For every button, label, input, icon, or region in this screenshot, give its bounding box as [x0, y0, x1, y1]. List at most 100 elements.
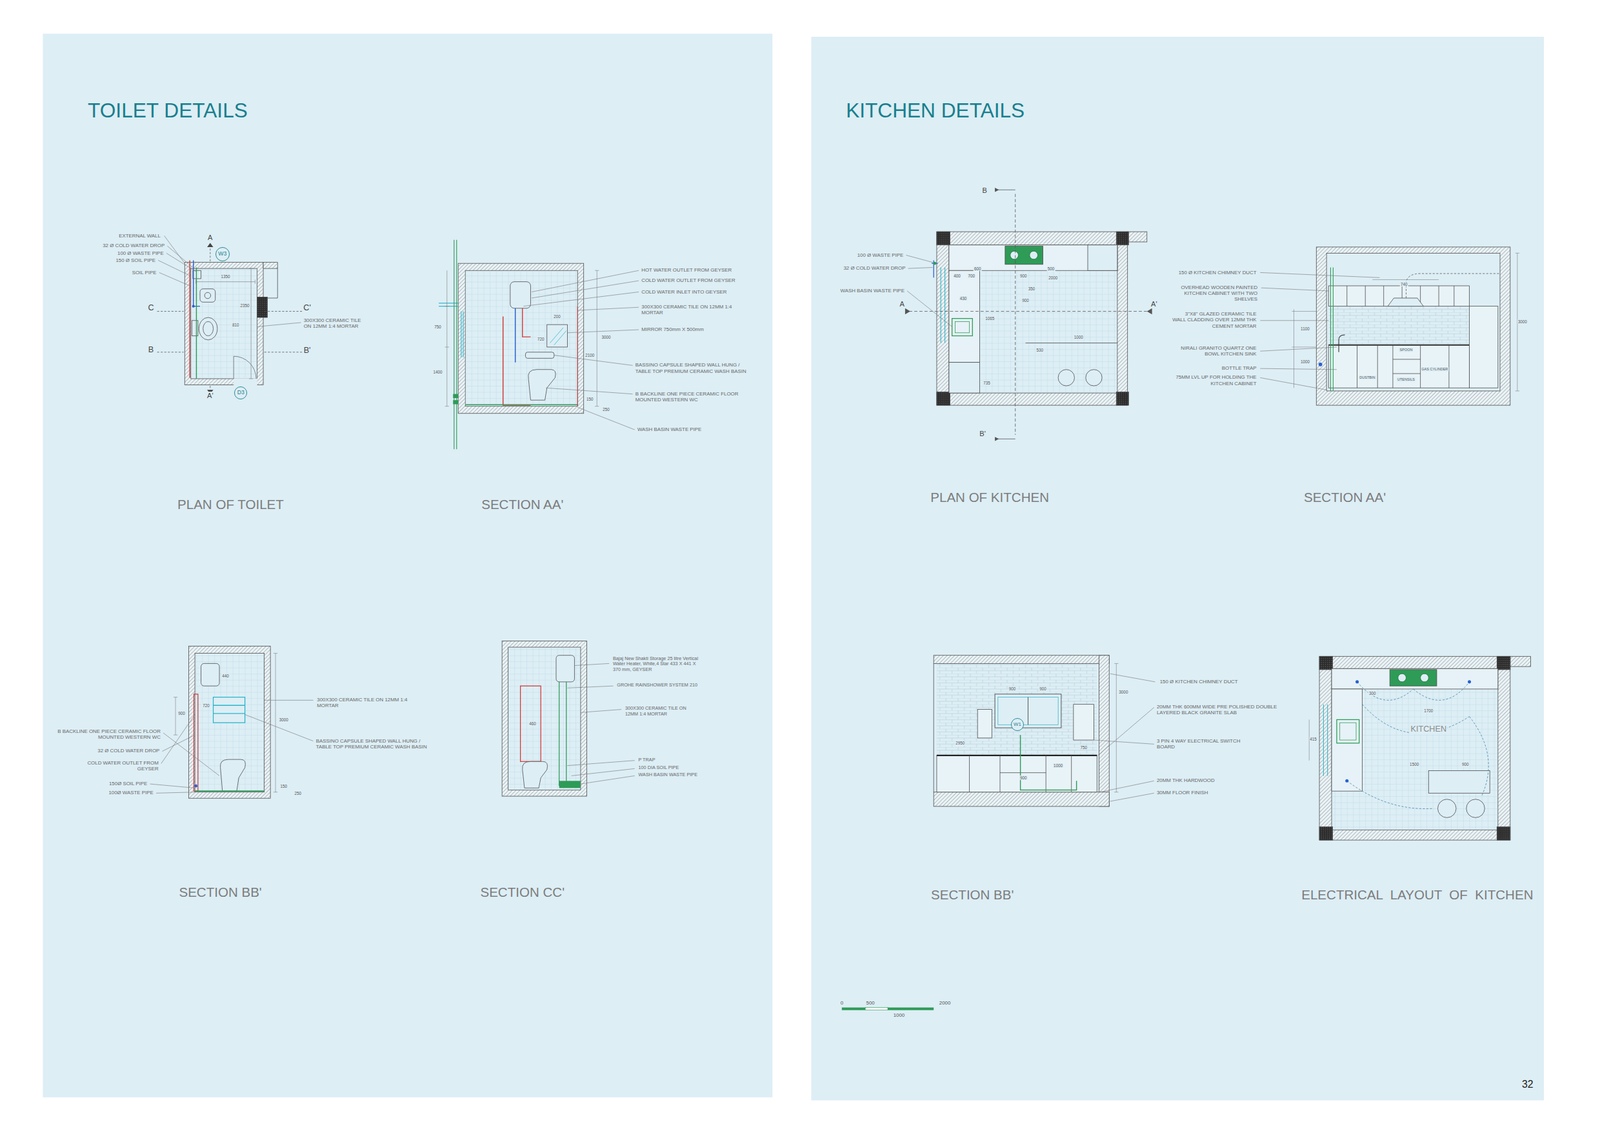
drawing-view: SECTION CC' — [446, 634, 599, 900]
dimension-label: 1000 — [1073, 334, 1084, 340]
annotation-label: BASSINO CAPSULE SHAPED WALL HUNG / TABLE… — [315, 738, 439, 750]
view-caption: SECTION CC' — [446, 884, 599, 900]
dimension-label: 1700 — [1423, 708, 1434, 713]
annotation-label: B BACKLINE ONE PIECE CERAMIC FLOOR MOUNT… — [634, 390, 758, 403]
dimension-label: 900 — [1019, 273, 1028, 279]
kitchen-section-aa-drawing-part — [1338, 334, 1345, 353]
annotation-label: A' — [1150, 300, 1159, 309]
toilet-section-aa-drawing-part — [577, 306, 579, 407]
toilet-section-aa-drawing-part — [514, 308, 516, 363]
annotation-label: 2000 — [938, 1000, 952, 1006]
reference-tag: W1 — [1013, 721, 1022, 728]
annotation-label: B — [147, 345, 155, 355]
kitchen-plan-drawing-part — [949, 245, 1118, 393]
drawing-view: PLAN OF KITCHEN — [905, 183, 1075, 506]
kitchen-section-bb-drawing-part — [933, 655, 1110, 664]
leader-lines — [523, 270, 639, 430]
toilet-section-cc-drawing-part — [508, 647, 581, 790]
dimension-label: 250 — [601, 407, 611, 412]
toilet-section-aa-drawing-part — [525, 352, 555, 359]
kitchen-section-bb-drawing-part — [1098, 655, 1110, 807]
annotation-label: A' — [206, 391, 215, 400]
caption-stack: ELECTRICAL LAYOUT OF KITCHEN — [1294, 887, 1540, 903]
panel-title: TOILET DETAILS — [87, 98, 248, 123]
annotation-label: OVERHEAD WOODEN PAINTED KITCHEN CABINET … — [1171, 284, 1259, 302]
kitchen-section-bb-drawing-part — [1027, 697, 1029, 726]
dimension-label: 1350 — [220, 274, 231, 279]
toilet-plan-drawing-part — [200, 289, 216, 303]
reference-tag: W3 — [218, 250, 227, 258]
annotation-label: COLD WATER OUTLET FROM GEYSER — [65, 760, 160, 772]
kitchen-electrical-drawing-part — [1496, 827, 1511, 841]
reference-circle: D3 — [234, 386, 248, 400]
kitchen-plan-drawing-part — [952, 318, 973, 337]
annotation-label: 0 — [840, 1000, 844, 1006]
scale-bar-part — [865, 1007, 888, 1011]
dimension-label: 350 — [1027, 286, 1037, 291]
dimension-label: 150 — [585, 396, 595, 402]
kitchen-plan-drawing-part — [954, 321, 970, 333]
toilet-section-cc-drawing-part — [522, 761, 548, 788]
kitchen-electrical-drawing-part — [1355, 680, 1359, 684]
kitchen-electrical-drawing-part — [1347, 681, 1489, 810]
kitchen-plan-drawing-part — [1014, 194, 1016, 435]
dimension-label: 415 — [1309, 736, 1318, 742]
toilet-section-aa-drawing-part — [522, 308, 531, 337]
dimension-label: 600 — [973, 266, 982, 271]
toilet-section-aa-drawing-part — [458, 263, 584, 414]
dimension-label: 720 — [536, 336, 546, 342]
toilet-section-bb-drawing-part — [194, 790, 265, 792]
kitchen-section-bb-drawing-part — [936, 755, 1097, 793]
kitchen-section-aa-drawing-part — [1291, 309, 1317, 388]
kitchen-section-bb-drawing-part — [936, 754, 1097, 757]
leader-lines-part — [150, 700, 314, 793]
kitchen-plan-drawing-part — [1029, 250, 1039, 260]
kitchen-plan-drawing-part — [1116, 392, 1129, 406]
annotation-label: 3 PIN 4 WAY ELECTRICAL SWITCH BOARD — [1156, 738, 1243, 750]
kitchen-section-aa-drawing-part — [1357, 345, 1450, 388]
caption-stack: SECTION BB' — [888, 887, 1057, 903]
kitchen-section-aa-drawing-part — [1387, 298, 1424, 307]
kitchen-section-aa-drawing-part — [1318, 362, 1323, 367]
kitchen-section-bb-drawing-part — [933, 663, 935, 792]
dimension-label: 720 — [201, 703, 211, 708]
kitchen-section-bb-drawing-part — [1020, 734, 1077, 790]
toilet-section-aa-drawing-part — [528, 369, 556, 400]
annotation-label: SOIL PIPE — [131, 269, 158, 276]
kitchen-electrical-drawing-part — [1319, 827, 1333, 841]
dimension-label: 440 — [221, 673, 230, 679]
dimension-label: 300 — [1368, 690, 1377, 696]
annotation-label: Bajaj New Shakti Storage 25 litre Vertic… — [612, 656, 704, 673]
drawing-view: SECTION AA' — [1260, 242, 1430, 505]
kitchen-electrical-drawing-part — [1331, 689, 1362, 791]
sheet-panel: TOILET DETAILSPLAN OF TOILETW3D3SECTION … — [42, 33, 773, 1097]
leader-lines — [150, 700, 314, 793]
kitchen-plan-drawing-part — [936, 231, 951, 246]
kitchen-plan-drawing-part — [940, 267, 945, 344]
kitchen-section-bb-drawing — [933, 655, 1119, 807]
dimension-label: 900 — [1021, 298, 1030, 303]
view-caption: PLAN OF KITCHEN — [905, 489, 1075, 506]
dimension-label: 430 — [959, 296, 968, 301]
annotation-label: 32 Ø COLD WATER DROP — [101, 242, 166, 249]
annotation-label: WASH BASIN WASTE PIPE — [638, 772, 699, 778]
toilet-plan-drawing-part — [191, 320, 198, 337]
drawing-view: SECTION BB' W1 — [888, 650, 1057, 902]
sheet-panel: KITCHEN DETAILSPLAN OF KITCHENSECTION AA… — [810, 36, 1544, 1100]
kitchen-plan-drawing-part — [936, 231, 1128, 406]
dimension-label: 1100 — [1300, 326, 1311, 331]
kitchen-plan-drawing-part — [905, 308, 1153, 315]
toilet-plan-drawing-part — [267, 268, 278, 299]
annotation-label: 1000 — [892, 1012, 906, 1019]
drawing-view: SECTION BB' — [136, 640, 305, 900]
toilet-plan-drawing-part — [257, 296, 268, 318]
kitchen-plan-drawing-part — [932, 261, 937, 266]
annotation-label: 150 Ø SOIL PIPE — [114, 257, 157, 264]
dimension-label: 1000 — [1300, 359, 1311, 364]
drawing-view: ELECTRICAL LAYOUT OF KITCHEN — [1294, 650, 1540, 902]
annotation-label: 300X300 CERAMIC TILE ON 12MM 1:4 MORTAR — [316, 696, 419, 709]
annotation-label: 500 — [865, 1000, 876, 1006]
toilet-plan-drawing-part — [198, 317, 217, 340]
toilet-section-bb-drawing-part — [201, 663, 220, 686]
sheet-panels — [42, 33, 1544, 1100]
